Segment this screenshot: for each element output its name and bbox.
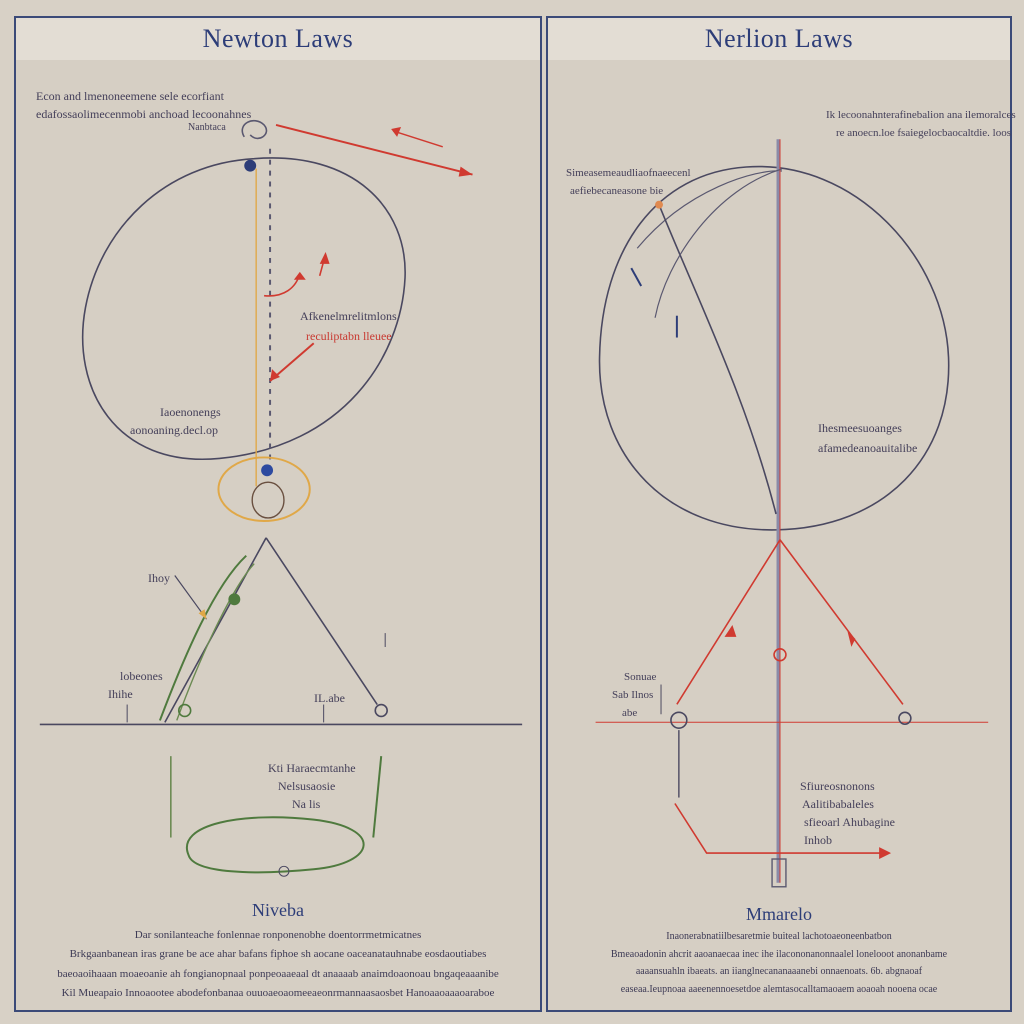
ground-ball-icon bbox=[374, 703, 388, 718]
left-paragraph: Dar sonilanteache fonlennae ronponenobhe… bbox=[16, 926, 540, 1003]
right-ground-ball-icon bbox=[898, 711, 912, 725]
right-red-path bbox=[674, 803, 886, 854]
right-panel: Nerlion Laws Ik lecoonahnterafinebalion … bbox=[546, 16, 1016, 1012]
right-paragraph-line: Inaonerabnatiilbesaretmie buiteal lachot… bbox=[666, 931, 892, 942]
right-title-band: Nerlion Laws bbox=[548, 18, 1010, 60]
right-panel-title: Nerlion Laws bbox=[704, 24, 854, 53]
right-note-left-2: aefiebecaneasone bie bbox=[570, 185, 664, 197]
left-panel: Newton Laws bbox=[14, 16, 542, 1012]
left-note-bottom-3: Na lis bbox=[292, 797, 321, 811]
lower-loop bbox=[185, 816, 365, 874]
right-note-lower-2: Aalitibabaleles bbox=[802, 797, 874, 811]
pivot-spiral-icon bbox=[241, 120, 268, 140]
pivot-label: Nanbtaca bbox=[188, 122, 226, 133]
left-paragraph-line: Dar sonilanteache fonlennae ronponenobhe… bbox=[134, 929, 422, 941]
right-diagram bbox=[595, 139, 989, 888]
right-center-node bbox=[773, 648, 787, 662]
pendulum-string bbox=[658, 204, 777, 515]
right-note-right-2: afamedeanoauitalibe bbox=[818, 441, 918, 455]
left-note-left-2: aonoaning.decl.op bbox=[130, 423, 218, 437]
left-paragraph-line: Brkgaanbanean iras grane be ace ahar baf… bbox=[69, 948, 487, 961]
left-panel-title: Newton Laws bbox=[202, 24, 354, 53]
right-paragraph-line: Bmeaoadonin ahcrit aaoanaecaa inec ihe i… bbox=[610, 948, 948, 960]
pivot-ball-icon bbox=[244, 159, 257, 172]
left-note-top-1: Econ and lmenoneemene sele ecorfiant bbox=[36, 89, 224, 103]
right-note-side-2: Sab Ilnos bbox=[612, 689, 654, 701]
right-red-triangle bbox=[676, 539, 904, 705]
right-note-top-2: re anoecn.loe fsaiegelocbaocaltdie. loos bbox=[836, 127, 1012, 139]
right-paragraph-line: easeaa.Ieupnoaa aaeenennoesetdoe alemtas… bbox=[620, 983, 938, 995]
right-note-left-1: Simeasemeaudliaofnaeecenl bbox=[566, 167, 691, 179]
green-trajectory bbox=[158, 554, 247, 721]
left-note-lower-3: Ihihe bbox=[108, 687, 133, 701]
right-note-lower-1: Sfiureosnonons bbox=[800, 779, 875, 793]
left-note-center-1: Afkenelmrelitmlons bbox=[300, 309, 397, 323]
left-paragraph-line: Kil Mueapaio Innoaootee abodefonbanaa ou… bbox=[61, 986, 495, 999]
left-note-lower-4: IL.abe bbox=[314, 691, 345, 705]
right-paragraph-line: aaaansuahln ibaeats. an iianglnecananaaa… bbox=[635, 966, 923, 977]
earth-ball-icon bbox=[261, 464, 274, 477]
left-orbit-ellipse bbox=[81, 157, 406, 461]
right-note-lower-3: sfieoarl Ahubagine bbox=[804, 815, 895, 829]
top-red-arrow bbox=[275, 124, 473, 176]
right-note-side-3: abe bbox=[622, 707, 638, 719]
left-note-lower-1: Ihoy bbox=[148, 571, 170, 585]
right-orbit-ellipse bbox=[598, 165, 950, 531]
right-section-title: Mmarelo bbox=[746, 904, 812, 924]
left-note-lower-2: lobeones bbox=[120, 669, 163, 683]
left-note-center-2: reculiptabn lleuee bbox=[306, 329, 392, 343]
left-section-title: Niveba bbox=[252, 900, 304, 920]
right-paragraph: Inaonerabnatiilbesaretmie buiteal lachot… bbox=[548, 928, 1010, 998]
left-diagram bbox=[39, 120, 523, 877]
orange-ring bbox=[217, 456, 311, 522]
left-title-band: Newton Laws bbox=[16, 18, 540, 60]
left-note-bottom-2: Nelsusaosie bbox=[278, 779, 336, 793]
right-note-top-1: Ik lecoonahnterafinebalion ana ilemoralc… bbox=[826, 109, 1016, 121]
right-note-right-1: Ihesmeesuoanges bbox=[818, 421, 902, 435]
right-note-lower-4: Inhob bbox=[804, 833, 832, 847]
left-paragraph-line: baeoaoihaaan moaeoanie ah fongianopnaal … bbox=[57, 967, 499, 980]
left-note-top-2: edafossaolimecenmobi anchoad lecoonahnes bbox=[36, 107, 252, 121]
right-note-side-1: Sonuae bbox=[624, 671, 657, 683]
left-note-bottom-1: Kti Haraecmtanhe bbox=[268, 761, 356, 775]
left-note-left-1: Iaoenonengs bbox=[160, 405, 221, 419]
